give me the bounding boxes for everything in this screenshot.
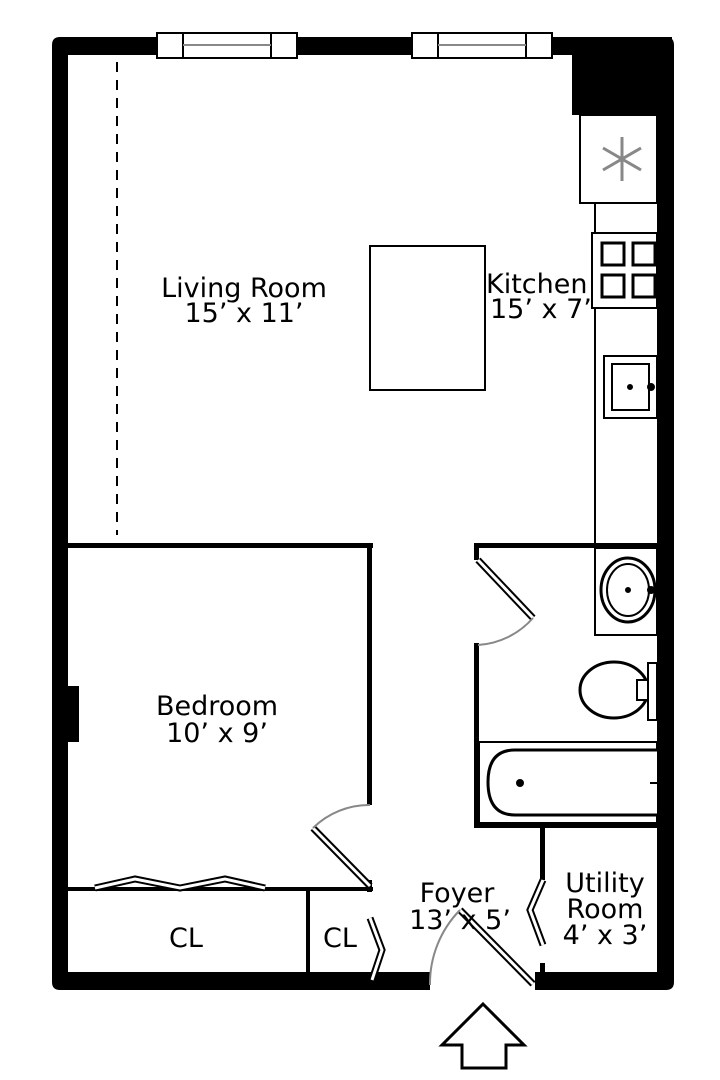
kitchen-size: 15’ x 7’: [490, 294, 592, 325]
living-room-size: 15’ x 11’: [184, 298, 303, 329]
small-closet-door[interactable]: [366, 916, 386, 982]
foyer-label: Foyer: [420, 878, 496, 909]
living-room-label: Living Room: [161, 273, 327, 304]
utility-room-label-2: Room: [567, 894, 644, 925]
window: [411, 32, 553, 59]
utility-room-label: Utility: [565, 868, 644, 899]
closet-label: CL: [169, 923, 203, 954]
stove: [591, 232, 658, 309]
closet-bifold-door[interactable]: [94, 875, 266, 892]
utility-room-size: 4’ x 3’: [563, 920, 648, 951]
entry-arrow-icon: [438, 1001, 528, 1070]
toilet: [578, 660, 658, 721]
snowflake-icon: [602, 137, 642, 181]
refrigerator: [579, 114, 658, 204]
bedroom-label: Bedroom: [156, 691, 278, 722]
kitchen-label: Kitchen: [486, 269, 587, 300]
bedroom-door[interactable]: [310, 803, 373, 889]
foyer-size: 13’ x 5’: [409, 905, 511, 936]
bathroom-sink: [594, 547, 658, 636]
outer-walls: [52, 37, 674, 990]
closet-label: CL: [323, 923, 357, 954]
bathtub: [478, 741, 658, 824]
interior-walls: [68, 543, 657, 975]
utility-door[interactable]: [526, 878, 547, 947]
entry-door[interactable]: [428, 907, 536, 987]
window: [156, 32, 298, 59]
bathroom-door[interactable]: [475, 557, 536, 646]
kitchen-island: [369, 245, 486, 391]
kitchen-sink: [603, 355, 658, 419]
bedroom-size: 10’ x 9’: [166, 718, 268, 749]
